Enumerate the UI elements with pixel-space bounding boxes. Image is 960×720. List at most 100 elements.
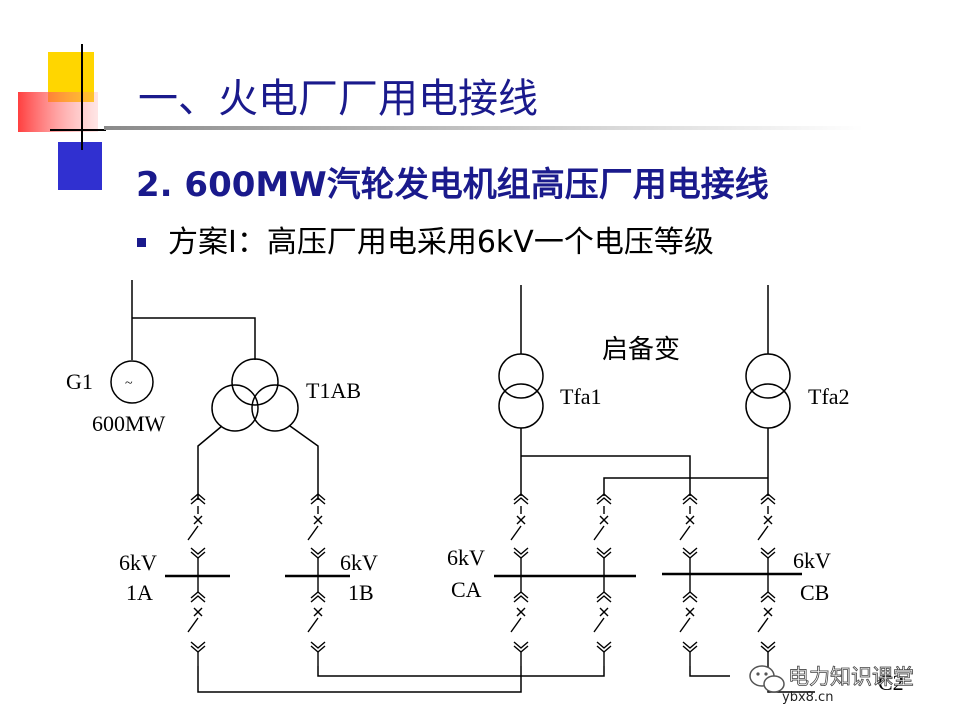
out-lower-contact-ca-2 <box>596 645 612 653</box>
generator-symbol-text: ~ <box>125 376 133 391</box>
bus-1a-voltage: 6kV <box>119 550 157 575</box>
out-lower-contact-1b <box>310 645 326 653</box>
upper-plug-contact-1a <box>190 497 206 505</box>
breaker-blade-cb-2 <box>757 525 769 541</box>
out-lower-contact-ca-2 <box>596 641 612 649</box>
lower-plug-contact-ca-1 <box>513 551 529 559</box>
out-lower-contact-1a <box>190 641 206 649</box>
out-breaker-mark-1b <box>313 607 323 617</box>
deco-blue-square <box>58 142 102 190</box>
out-upper-contact-cb-2 <box>760 595 776 603</box>
out-lower-contact-cb-1 <box>682 645 698 653</box>
out-upper-contact-ca-1 <box>513 595 529 603</box>
bus-cb-name: CB <box>800 580 829 605</box>
breaker-blade-ca-1 <box>510 525 522 541</box>
tfa2-cross-line <box>603 477 768 496</box>
generator-symbol <box>110 360 154 404</box>
breaker-mark-cb-1 <box>685 515 695 525</box>
out-upper-contact-1a <box>190 595 206 603</box>
breaker-blade-cb-1 <box>679 525 691 541</box>
out-upper-contact-ca-2 <box>596 591 612 599</box>
upper-plug-contact-1a <box>190 493 206 501</box>
upper-plug-contact-ca-2 <box>596 497 612 505</box>
out-upper-contact-1b <box>310 595 326 603</box>
tfa1-label: Tfa1 <box>560 384 602 409</box>
switchgear-group <box>187 493 776 666</box>
standby-transformer-heading: 启备变 <box>602 335 680 365</box>
out-breaker-mark-1a <box>193 607 203 617</box>
generator-rating: 600MW <box>92 411 166 436</box>
wechat-icon <box>749 665 785 693</box>
out-upper-contact-1a <box>190 591 206 599</box>
out-breaker-blade-1a <box>187 617 199 633</box>
lower-plug-contact-1b <box>310 547 326 555</box>
cut-label: C2 <box>878 670 904 695</box>
lower-plug-contact-cb-2 <box>760 551 776 559</box>
tie-1b-ca <box>317 666 605 677</box>
lower-plug-contact-cb-1 <box>682 551 698 559</box>
breaker-mark-cb-2 <box>763 515 773 525</box>
main-transformer-symbol <box>211 358 299 432</box>
upper-plug-contact-cb-1 <box>682 497 698 505</box>
bus-1b-name: 1B <box>348 580 374 605</box>
out-breaker-blade-cb-1 <box>679 617 691 633</box>
lower-plug-contact-cb-1 <box>682 547 698 555</box>
out-breaker-mark-ca-1 <box>516 607 526 617</box>
breaker-mark-1a <box>193 515 203 525</box>
out-breaker-blade-1b <box>307 617 319 633</box>
lower-plug-contact-1a <box>190 551 206 559</box>
watermark-brand: 电力知识课堂 <box>788 665 914 689</box>
upper-plug-contact-1b <box>310 493 326 501</box>
watermark-site: ybx8.cn <box>782 690 833 705</box>
lower-plug-contact-ca-2 <box>596 547 612 555</box>
lower-plug-contact-1a <box>190 547 206 555</box>
tfa1-cross-line <box>521 455 691 496</box>
out-breaker-blade-ca-2 <box>593 617 605 633</box>
out-lower-contact-1b <box>310 641 326 649</box>
tie-1a-ca <box>197 666 522 693</box>
bus-1b-voltage: 6kV <box>340 550 378 575</box>
upper-plug-contact-cb-1 <box>682 493 698 501</box>
upper-plug-contact-cb-2 <box>760 493 776 501</box>
bus-1a-name: 1A <box>126 580 153 605</box>
bus-cb-voltage: 6kV <box>793 548 831 573</box>
out-upper-contact-cb-1 <box>682 595 698 603</box>
main-transformer-label: T1AB <box>306 378 361 403</box>
out-upper-contact-ca-2 <box>596 595 612 603</box>
tie-cb-stub-1 <box>689 666 730 677</box>
out-upper-contact-ca-1 <box>513 591 529 599</box>
wiring-diagram <box>110 280 815 693</box>
bullet-text: 方案I：高压厂用电采用6kV一个电压等级 <box>168 225 714 260</box>
upper-plug-contact-cb-2 <box>760 497 776 505</box>
out-breaker-blade-cb-2 <box>757 617 769 633</box>
breaker-mark-ca-2 <box>599 515 609 525</box>
lower-plug-contact-cb-2 <box>760 547 776 555</box>
bus-ca-name: CA <box>451 577 482 602</box>
upper-plug-contact-1b <box>310 497 326 505</box>
breaker-mark-1b <box>313 515 323 525</box>
standby-transformer-tfa1-symbol <box>498 353 544 429</box>
out-breaker-mark-cb-1 <box>685 607 695 617</box>
standby-transformer-tfa2-symbol <box>745 353 791 429</box>
out-upper-contact-cb-2 <box>760 591 776 599</box>
section-subtitle: 2. 600MW汽轮发电机组高压厂用电接线 <box>136 165 769 205</box>
bullet-marker <box>137 238 146 247</box>
out-lower-contact-cb-2 <box>760 641 776 649</box>
out-lower-contact-ca-1 <box>513 645 529 653</box>
watermark: 电力知识课堂 ybx8.cn <box>749 665 914 705</box>
upper-plug-contact-ca-1 <box>513 497 529 505</box>
t1ab-branch-b <box>289 425 319 500</box>
out-breaker-mark-ca-2 <box>599 607 609 617</box>
out-breaker-mark-cb-2 <box>763 607 773 617</box>
out-lower-contact-1a <box>190 645 206 653</box>
upper-plug-contact-ca-2 <box>596 493 612 501</box>
out-upper-contact-1b <box>310 591 326 599</box>
breaker-blade-ca-2 <box>593 525 605 541</box>
deco-red-block <box>18 92 98 132</box>
out-upper-contact-cb-1 <box>682 591 698 599</box>
upper-plug-contact-ca-1 <box>513 493 529 501</box>
breaker-blade-1a <box>187 525 199 541</box>
out-lower-contact-cb-2 <box>760 645 776 653</box>
out-breaker-blade-ca-1 <box>510 617 522 633</box>
